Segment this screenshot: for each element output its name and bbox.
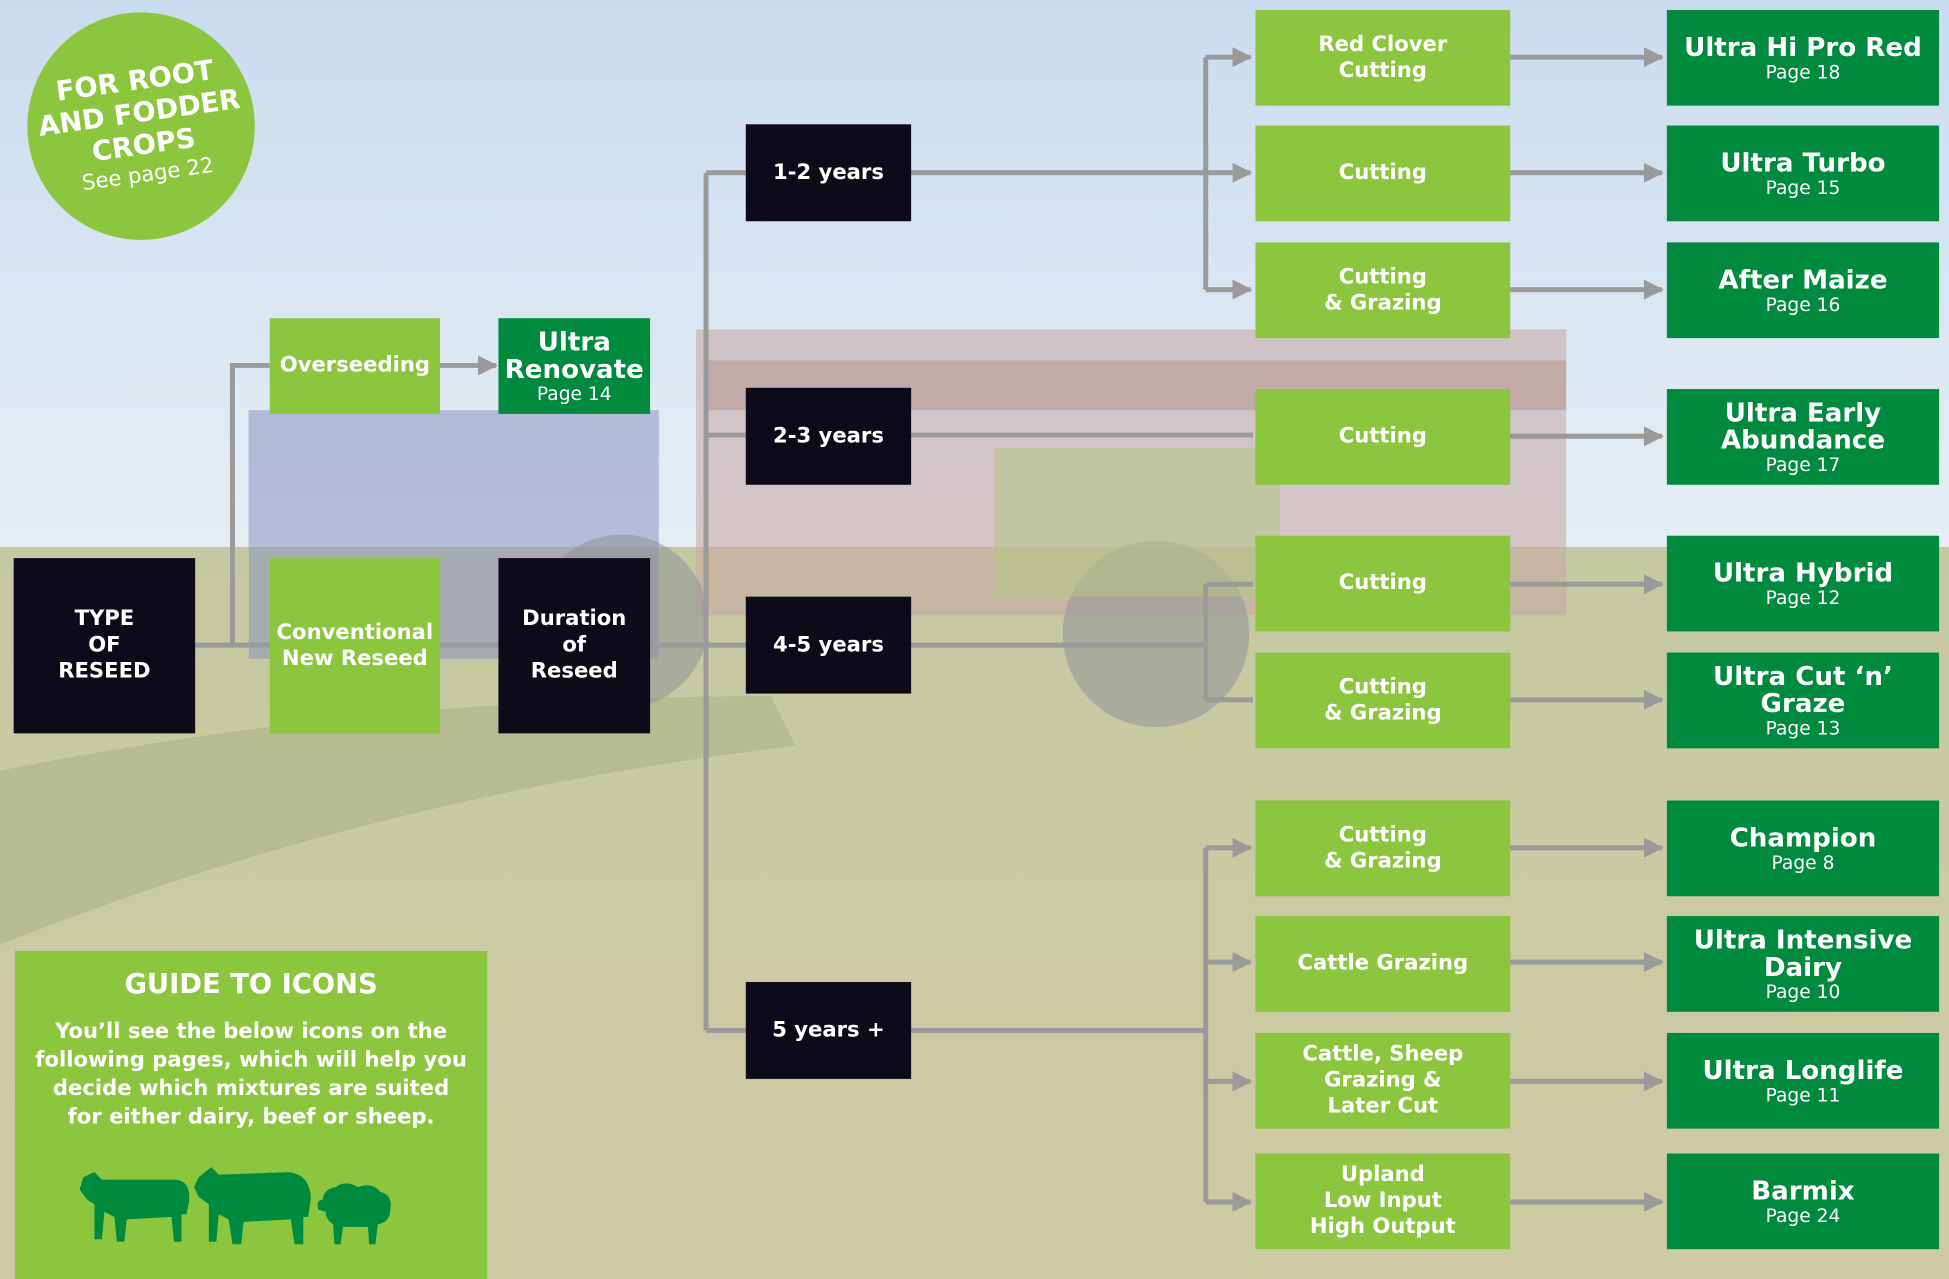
mixture-page: Page 12 — [1765, 586, 1841, 609]
mixture-ultra-cut-n-graze: Ultra Cut ‘n’ Graze Page 13 — [1666, 652, 1940, 749]
use-line: Cutting — [1338, 570, 1427, 596]
mixture-ultra-turbo: Ultra Turbo Page 15 — [1666, 125, 1940, 222]
mixture-name: Ultra Early Abundance — [1720, 397, 1886, 455]
mixture-page: Page 18 — [1765, 60, 1841, 83]
use-cutting-grazing: Cutting & Grazing — [1255, 652, 1511, 749]
ultra-renovate-page: Page 14 — [536, 382, 612, 405]
use-line: Cutting — [1338, 822, 1427, 848]
mixture-page: Page 15 — [1765, 175, 1841, 199]
mixture-after-maize: After Maize Page 16 — [1666, 242, 1940, 339]
duration-line-2: of — [562, 632, 587, 658]
mixture-ultra-hi-pro-red: Ultra Hi Pro Red Page 18 — [1666, 9, 1940, 106]
type-of-reseed-box: TYPE OF RESEED — [13, 558, 196, 734]
use-line: & Grazing — [1324, 290, 1442, 316]
mixture-page: Page 16 — [1765, 292, 1841, 316]
use-cutting: Cutting — [1255, 535, 1511, 632]
mixture-name: Ultra Turbo — [1720, 147, 1886, 178]
mixture-page: Page 11 — [1765, 1083, 1841, 1106]
type-of-reseed-line-3: RESEED — [58, 658, 151, 684]
use-line: Cutting — [1338, 423, 1427, 449]
guide-to-icons-panel: GUIDE TO ICONS You’ll see the below icon… — [14, 950, 488, 1279]
duration-1-2-years: 1-2 years — [745, 124, 912, 222]
type-of-reseed-line-1: TYPE — [74, 606, 135, 632]
mixture-name: Ultra Hybrid — [1712, 557, 1894, 588]
use-cutting: Cutting — [1255, 125, 1511, 222]
mixture-name: Champion — [1729, 822, 1877, 853]
mixture-page: Page 17 — [1765, 453, 1841, 476]
sheep-icon — [317, 1183, 391, 1245]
overseeding-label: Overseeding — [279, 353, 431, 378]
livestock-icons — [79, 1167, 391, 1245]
ultra-renovate-line-2: Renovate — [504, 353, 644, 384]
ultra-renovate-line-1: Ultra — [537, 326, 611, 357]
duration-5-plus-years: 5 years + — [745, 981, 912, 1079]
use-line: Cattle, Sheep — [1302, 1041, 1464, 1067]
use-cutting: Cutting — [1255, 389, 1511, 485]
mixture-ultra-intensive-dairy: Ultra Intensive Dairy Page 10 — [1666, 916, 1940, 1012]
use-upland: Upland Low Input High Output — [1255, 1153, 1511, 1250]
mixture-ultra-hybrid: Ultra Hybrid Page 12 — [1666, 535, 1940, 632]
type-of-reseed-line-2: OF — [88, 632, 121, 658]
conventional-reseed-box: Conventional New Reseed — [269, 558, 441, 734]
duration-label: 1-2 years — [773, 159, 884, 185]
use-line: & Grazing — [1324, 848, 1442, 874]
dairy-cow-icon — [79, 1172, 190, 1242]
use-line: Cattle Grazing — [1297, 950, 1469, 976]
ultra-renovate-box: Ultra Renovate Page 14 — [498, 318, 651, 414]
use-cattle-grazing: Cattle Grazing — [1255, 916, 1511, 1012]
duration-label: 4-5 years — [773, 632, 884, 657]
use-red-clover-cutting: Red Clover Cutting — [1255, 9, 1511, 106]
use-line: Cutting — [1338, 160, 1427, 186]
conventional-line-2: New Reseed — [281, 645, 428, 671]
duration-label: 5 years + — [772, 1017, 885, 1043]
beef-cattle-icon — [193, 1167, 311, 1245]
use-line: Upland — [1340, 1162, 1425, 1188]
use-cutting-grazing: Cutting & Grazing — [1255, 242, 1511, 339]
mixture-page: Page 8 — [1771, 850, 1835, 874]
duration-line-3: Reseed — [530, 658, 618, 684]
mixture-page: Page 10 — [1765, 980, 1841, 1003]
use-line: Cutting — [1338, 264, 1427, 289]
use-line: Later Cut — [1327, 1093, 1439, 1119]
use-line: Red Clover — [1318, 31, 1448, 57]
use-line: & Grazing — [1324, 700, 1442, 726]
use-cutting-grazing: Cutting & Grazing — [1255, 800, 1511, 897]
mixture-barmix: Barmix Page 24 — [1666, 1153, 1940, 1250]
duration-4-5-years: 4-5 years — [745, 596, 912, 694]
use-line: High Output — [1309, 1214, 1456, 1240]
mixture-name: After Maize — [1718, 264, 1888, 294]
guide-title: GUIDE TO ICONS — [124, 969, 378, 1001]
mixture-name: Barmix — [1751, 1175, 1855, 1206]
use-line: Grazing & — [1324, 1067, 1442, 1093]
mixture-ultra-longlife: Ultra Longlife Page 11 — [1666, 1032, 1940, 1129]
use-line: Cutting — [1338, 57, 1427, 83]
mixture-page: Page 24 — [1765, 1203, 1841, 1227]
mixture-page: Page 13 — [1765, 716, 1841, 739]
conventional-line-1: Conventional — [276, 619, 434, 645]
duration-of-reseed-box: Duration of Reseed — [498, 558, 651, 734]
mixture-champion: Champion Page 8 — [1666, 800, 1940, 897]
mixture-ultra-early-abundance: Ultra Early Abundance Page 17 — [1666, 389, 1940, 485]
use-line: Low Input — [1323, 1188, 1442, 1214]
mixture-name: Ultra Longlife — [1702, 1054, 1904, 1085]
guide-body: You’ll see the below icons on the follow… — [35, 1019, 467, 1130]
mixture-name: Ultra Hi Pro Red — [1684, 31, 1922, 62]
duration-label: 2-3 years — [773, 423, 884, 449]
duration-line-1: Duration — [522, 606, 627, 632]
use-line: Cutting — [1338, 674, 1427, 700]
use-cattle-sheep-grazing: Cattle, Sheep Grazing & Later Cut — [1255, 1032, 1511, 1129]
mixture-name: Ultra Intensive Dairy — [1693, 924, 1913, 982]
overseeding-box: Overseeding — [269, 318, 441, 414]
duration-2-3-years: 2-3 years — [745, 387, 912, 485]
badge-title: FOR ROOT AND FODDER CROPS — [36, 54, 243, 168]
mixture-name: Ultra Cut ‘n’ Graze — [1713, 660, 1893, 718]
